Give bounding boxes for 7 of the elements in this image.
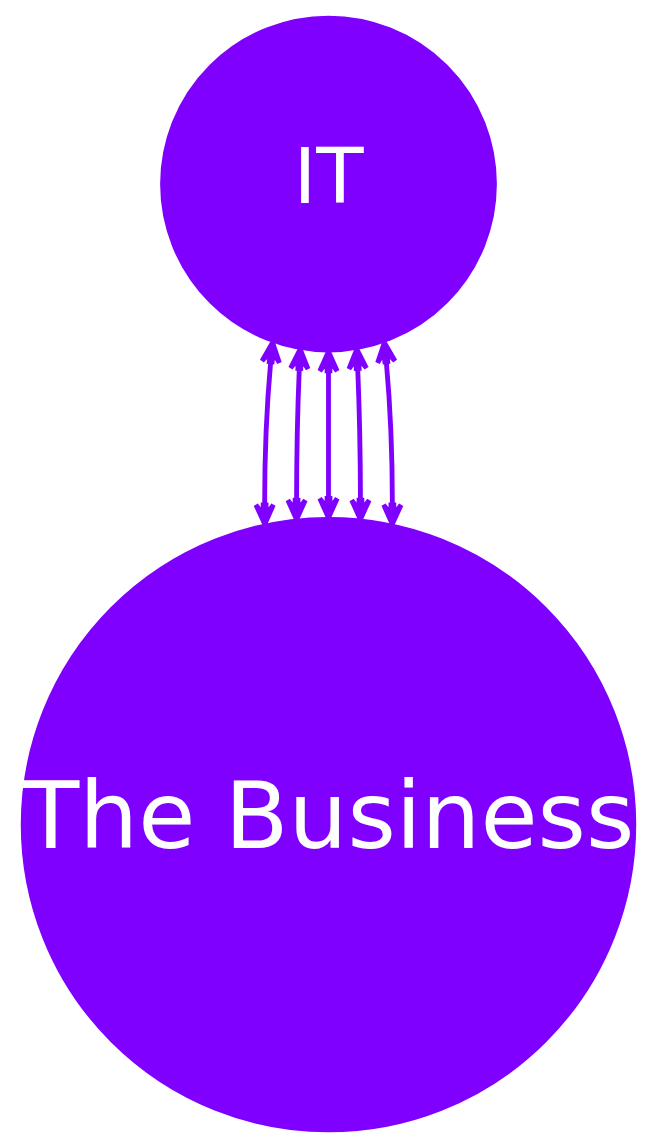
arrow (253, 340, 282, 527)
node-circle: The Business (20, 516, 636, 1133)
arrow (316, 349, 340, 521)
arrow (284, 346, 310, 522)
arrow (346, 346, 372, 522)
arrow (374, 340, 403, 527)
node-circle: IT (159, 15, 497, 353)
